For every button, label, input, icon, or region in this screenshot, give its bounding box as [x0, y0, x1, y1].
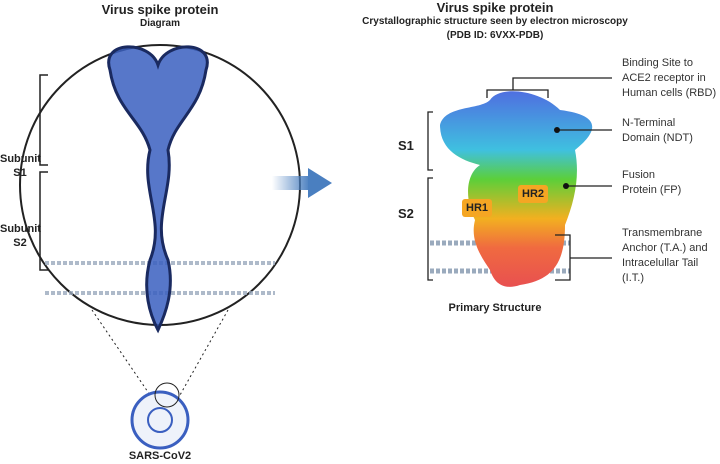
right-subtitle: Crystallographic structure seen by elect… [362, 16, 628, 27]
hr2-label: HR2 [518, 185, 549, 203]
right-title: Virus spike protein [436, 0, 554, 15]
spike-protein-structure [440, 91, 593, 287]
primary-structure-caption: Primary Structure [448, 302, 542, 314]
left-title: Virus spike protein [101, 2, 219, 17]
arrow-icon [272, 168, 332, 198]
virus-label: SARS-CoV2 [128, 450, 192, 462]
spike-diagram [107, 45, 209, 334]
left-subtitle: Diagram [139, 18, 180, 29]
magnified-circle [19, 44, 301, 334]
hr1-label: HR1 [462, 199, 493, 217]
virus-icon [130, 382, 190, 450]
brackets-right [427, 77, 612, 281]
pdb-id: (PDB ID: 6VXX-PDB) [446, 30, 544, 41]
s2-label: S2 [398, 206, 414, 221]
s1-label: S1 [398, 138, 414, 153]
